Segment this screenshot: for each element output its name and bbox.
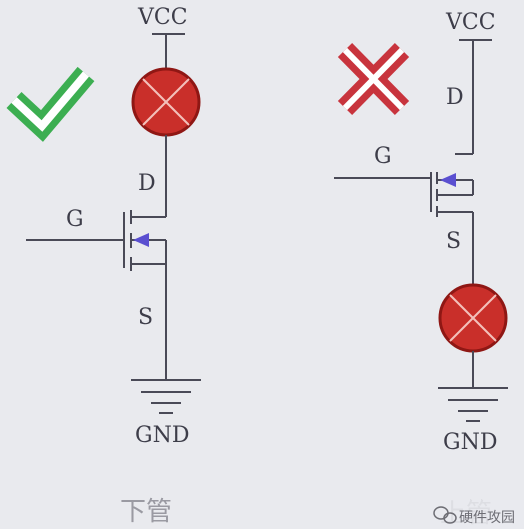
left-ground-symbol bbox=[131, 379, 201, 414]
right-source-label: S bbox=[446, 229, 461, 254]
left-gate-label: G bbox=[66, 207, 84, 232]
left-gnd-label: GND bbox=[135, 423, 189, 448]
right-vcc-label: VCC bbox=[445, 10, 496, 35]
left-vcc-label: VCC bbox=[137, 5, 188, 30]
left-circuit: VCC D G S bbox=[6, 5, 201, 527]
left-lamp-icon bbox=[131, 67, 201, 137]
left-caption: 下管 bbox=[120, 497, 172, 527]
left-drain-label: D bbox=[138, 171, 156, 196]
left-body-arrow-icon bbox=[133, 233, 149, 247]
right-mosfet-symbol bbox=[430, 172, 474, 217]
right-circuit: VCC D G S bbox=[334, 10, 508, 529]
wechat-icon bbox=[433, 506, 457, 524]
right-gate-label: G bbox=[374, 144, 392, 169]
checkmark-icon bbox=[6, 66, 95, 142]
right-lamp-icon bbox=[438, 283, 508, 353]
left-source-label: S bbox=[138, 305, 153, 330]
watermark: 硬件攻园 bbox=[430, 500, 524, 529]
right-body-arrow-icon bbox=[440, 173, 456, 187]
right-drain-label: D bbox=[446, 85, 464, 110]
watermark-text: 硬件攻园 bbox=[459, 510, 515, 526]
cross-icon bbox=[337, 42, 410, 116]
right-ground-symbol bbox=[438, 387, 508, 422]
right-gnd-label: GND bbox=[443, 430, 497, 455]
left-mosfet-symbol bbox=[123, 210, 167, 271]
